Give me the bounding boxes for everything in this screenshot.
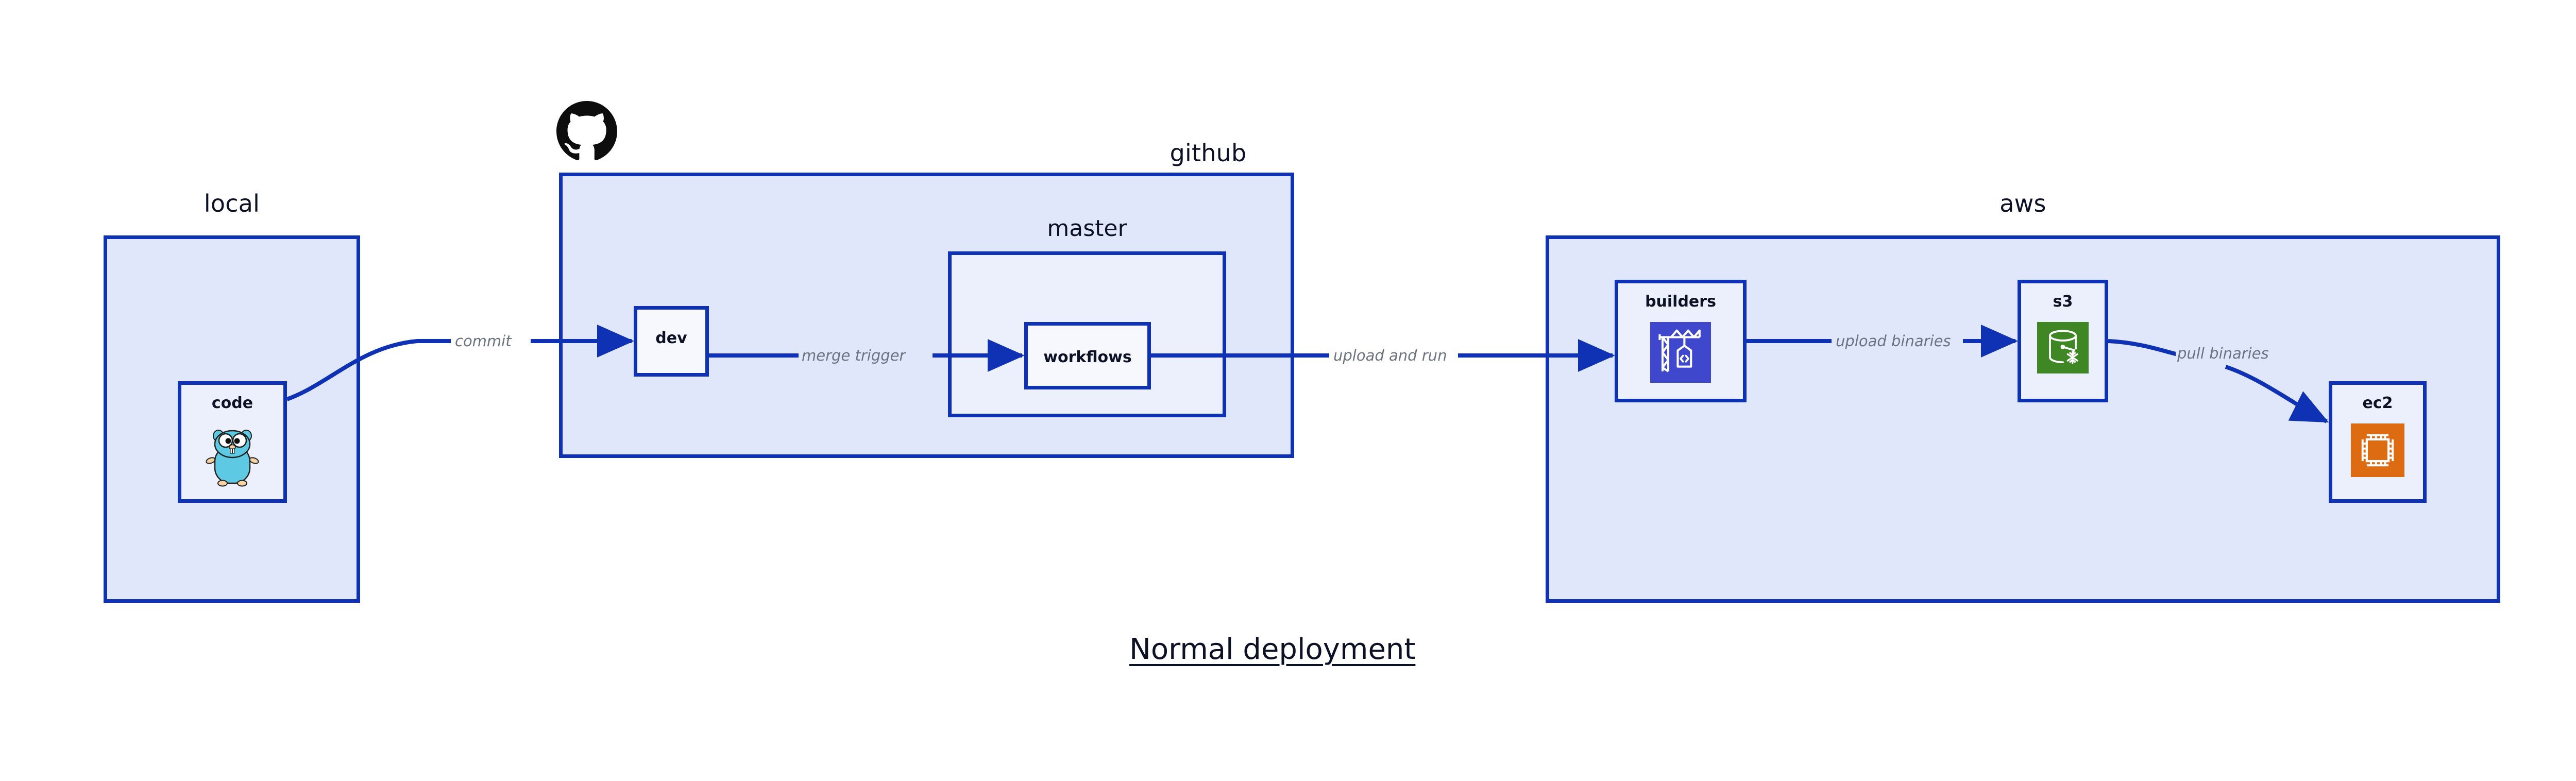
group-label-github: github — [1170, 139, 1247, 167]
node-label-code: code — [211, 394, 253, 412]
node-label-workflows: workflows — [1043, 348, 1132, 366]
subgroup-label-master: master — [1047, 215, 1127, 242]
node-label-ec2: ec2 — [2362, 394, 2393, 412]
edge-label-upload-and-run: upload and run — [1332, 348, 1449, 363]
node-label-builders: builders — [1645, 293, 1716, 311]
node-builders[interactable]: builders — [1615, 280, 1747, 402]
node-ec2[interactable]: ec2 — [2329, 381, 2427, 503]
group-label-local: local — [204, 190, 260, 217]
edge-label-merge-trigger: merge trigger — [800, 348, 907, 363]
node-workflows[interactable]: workflows — [1024, 322, 1151, 389]
node-s3[interactable]: s3 — [2018, 280, 2108, 402]
edge-label-commit: commit — [453, 334, 513, 349]
edge-label-pull-binaries: pull binaries — [2176, 346, 2270, 361]
edge-label-upload-binaries: upload binaries — [1834, 334, 1953, 349]
node-label-s3: s3 — [2053, 293, 2073, 311]
diagram-title: Normal deployment — [1129, 633, 1416, 666]
node-code[interactable]: code — [178, 381, 287, 503]
aws-codebuild-icon — [1650, 322, 1711, 385]
go-gopher-icon — [206, 423, 259, 489]
aws-s3-glacier-icon — [2037, 322, 2089, 376]
group-label-aws: aws — [1999, 190, 2046, 217]
node-label-dev: dev — [655, 329, 687, 347]
aws-ec2-icon — [2351, 423, 2404, 479]
node-dev[interactable]: dev — [634, 306, 709, 377]
github-octocat-logo — [556, 101, 617, 164]
